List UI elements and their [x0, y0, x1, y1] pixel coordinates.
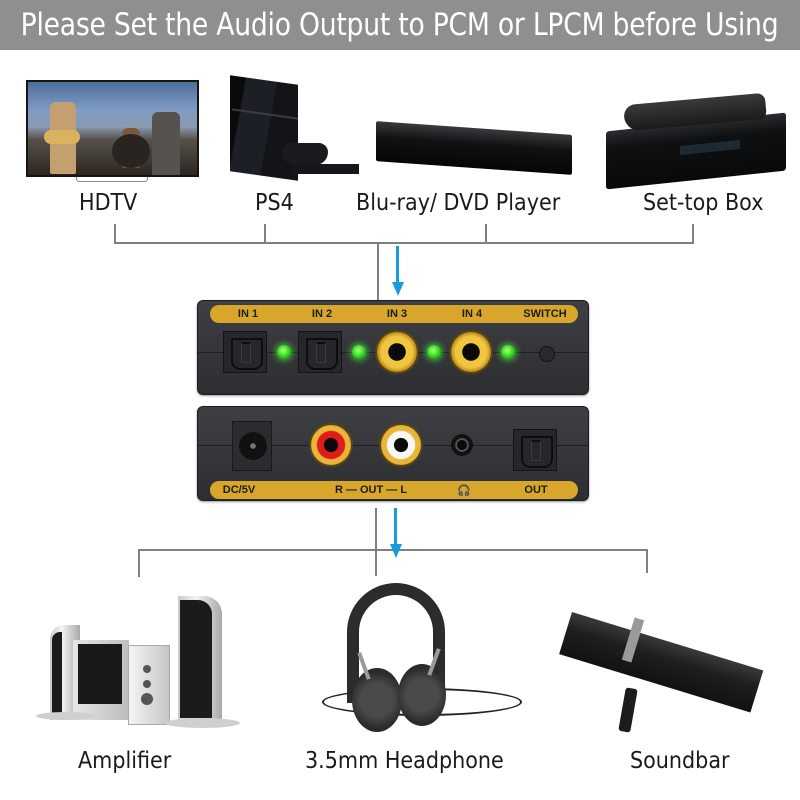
converter-input-panel: IN 1 IN 2 IN 3 IN 4 SWITCH	[197, 300, 589, 395]
rca-right-output-port	[311, 425, 351, 465]
headphone-left-cup	[352, 668, 402, 732]
dc-power-port	[232, 421, 272, 471]
port-label-in3: IN 3	[386, 308, 408, 320]
coaxial-input-port-in3	[377, 332, 417, 372]
led-indicator-in4	[501, 345, 515, 359]
output-label-amplifier: Amplifier	[78, 748, 172, 774]
headphone-right-cup	[398, 664, 446, 726]
bluray-body	[376, 121, 572, 175]
led-indicator-in2	[352, 345, 366, 359]
optical-input-port-in2	[298, 331, 342, 373]
source-label-ps4: PS4	[255, 190, 294, 216]
output-label-soundbar: Soundbar	[630, 748, 730, 774]
soundbar-body	[559, 612, 764, 713]
tv-screen	[28, 82, 197, 175]
input-label-strip: IN 1 IN 2 IN 3 IN 4 SWITCH	[210, 305, 578, 323]
soundbar-remote	[618, 687, 638, 733]
optical-output-port	[513, 429, 557, 471]
port-label-optical-out: OUT	[524, 484, 548, 496]
output-label-strip: DC/5V R — OUT — L 🎧 OUT	[210, 481, 578, 499]
converter-output-panel: DC/5V R — OUT — L 🎧 OUT	[197, 406, 589, 501]
switch-label: SWITCH	[523, 308, 567, 320]
ps4-body	[230, 75, 298, 181]
ps4-camera	[293, 164, 359, 174]
led-indicator-in1	[277, 345, 291, 359]
banner-text: Please Set the Audio Output to PCM or LP…	[21, 7, 779, 43]
headphone-output-port	[451, 434, 473, 456]
input-switch-button[interactable]	[539, 346, 555, 362]
port-label-in2: IN 2	[311, 308, 333, 320]
led-indicator-in3	[427, 345, 441, 359]
headphone-icon: 🎧	[457, 484, 471, 497]
coaxial-input-port-in4	[451, 332, 491, 372]
tv-body	[26, 80, 199, 177]
port-label-in4: IN 4	[461, 308, 483, 320]
ps4-controller	[282, 143, 328, 165]
source-label-set-top-box: Set-top Box	[643, 190, 764, 216]
output-label-headphone: 3.5mm Headphone	[305, 748, 504, 774]
tv-stand	[76, 177, 148, 182]
optical-input-port-in1	[223, 331, 267, 373]
source-label-hdtv: HDTV	[79, 190, 138, 216]
port-label-in1: IN 1	[237, 308, 259, 320]
instruction-banner: Please Set the Audio Output to PCM or LP…	[0, 0, 800, 50]
port-label-dc5v: DC/5V	[222, 484, 256, 496]
rca-left-output-port	[381, 425, 421, 465]
source-label-bluray: Blu-ray/ DVD Player	[356, 190, 561, 216]
port-label-rca-out: R — OUT — L	[334, 484, 408, 496]
